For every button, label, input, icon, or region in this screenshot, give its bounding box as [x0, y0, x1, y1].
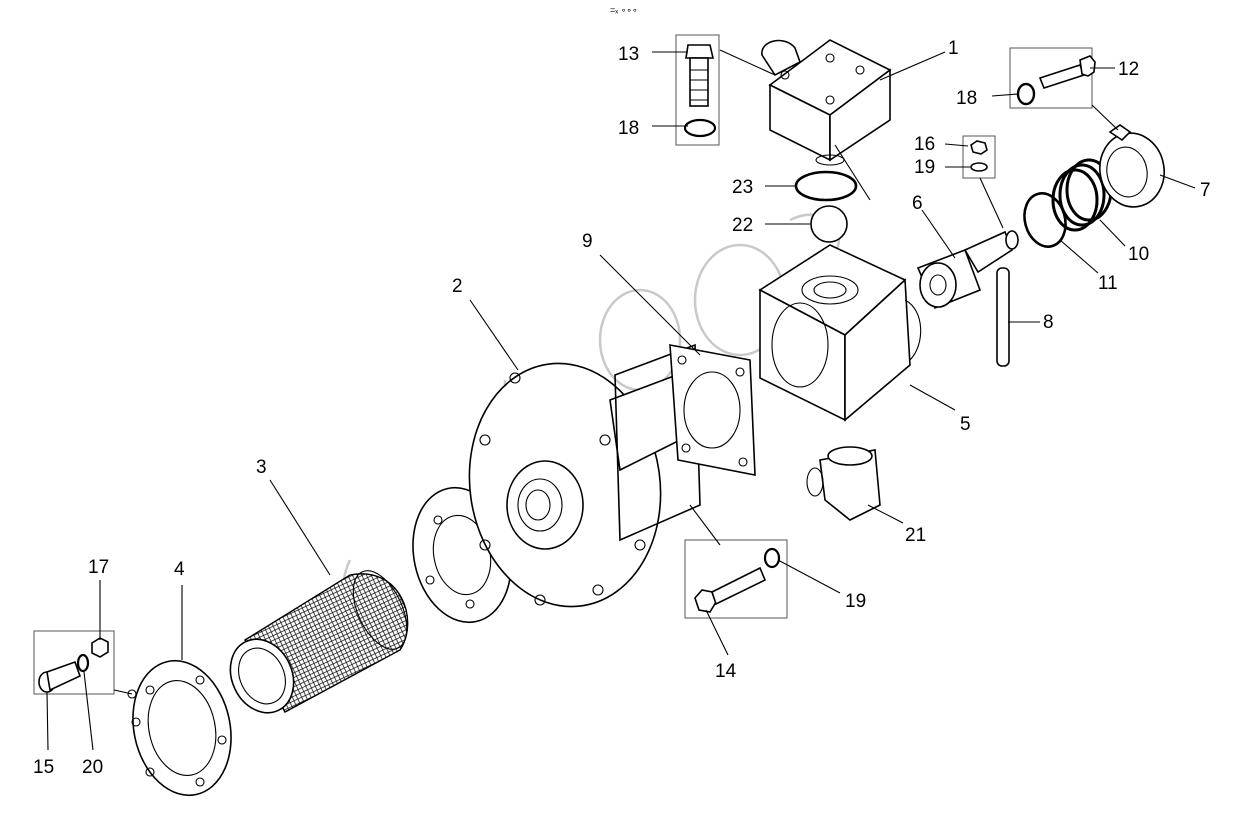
part-2-large-flange [468, 343, 701, 608]
label-16: 16 [914, 134, 935, 155]
part-16-19-group [962, 135, 996, 179]
part-14-19-group [684, 539, 788, 619]
label-20: 20 [82, 757, 103, 778]
part-labels: 1 13 18 12 18 16 19 23 22 6 7 10 11 8 9 … [33, 38, 1211, 778]
label-10: 10 [1128, 244, 1149, 265]
part-8-pin [996, 267, 1010, 367]
label-19-top: 19 [914, 157, 935, 178]
label-1: 1 [948, 38, 959, 59]
label-17: 17 [88, 557, 109, 578]
part-15-17-20-group [33, 630, 115, 695]
label-7: 7 [1200, 180, 1211, 201]
part-13-18-group [675, 34, 720, 146]
label-8: 8 [1043, 312, 1054, 333]
part-3-mesh-strainer [229, 570, 409, 714]
part-21-elbow [806, 446, 881, 521]
label-4: 4 [174, 559, 185, 580]
label-15: 15 [33, 757, 54, 778]
label-19-bottom: 19 [845, 591, 866, 612]
part-22-ball [810, 205, 848, 243]
part-1-actuator-block [761, 39, 892, 166]
part-12-18-group [1009, 47, 1096, 109]
part-4-flange-ring [127, 659, 232, 797]
label-3: 3 [256, 457, 267, 478]
leader-lines [46, 49, 1196, 751]
label-13: 13 [618, 44, 639, 65]
label-14: 14 [715, 661, 737, 682]
label-18-top: 18 [618, 118, 639, 139]
label-22: 22 [732, 215, 753, 236]
part-9-gasket [669, 344, 756, 476]
label-12: 12 [1118, 59, 1139, 80]
part-7-nut [1099, 124, 1165, 208]
part-5-valve-body [758, 244, 922, 422]
label-18-right: 18 [956, 88, 977, 109]
label-6: 6 [912, 193, 923, 214]
label-5: 5 [960, 414, 971, 435]
label-23: 23 [732, 177, 753, 198]
part-6-stem [916, 230, 1019, 310]
header-mark: =ₓ ∘∘∘ [610, 5, 638, 15]
part-11-seal-ring [1023, 192, 1067, 248]
label-21: 21 [905, 525, 926, 546]
part-23-o-ring [794, 170, 858, 202]
label-11: 11 [1098, 273, 1118, 294]
label-9: 9 [582, 231, 593, 252]
label-2: 2 [452, 276, 463, 297]
